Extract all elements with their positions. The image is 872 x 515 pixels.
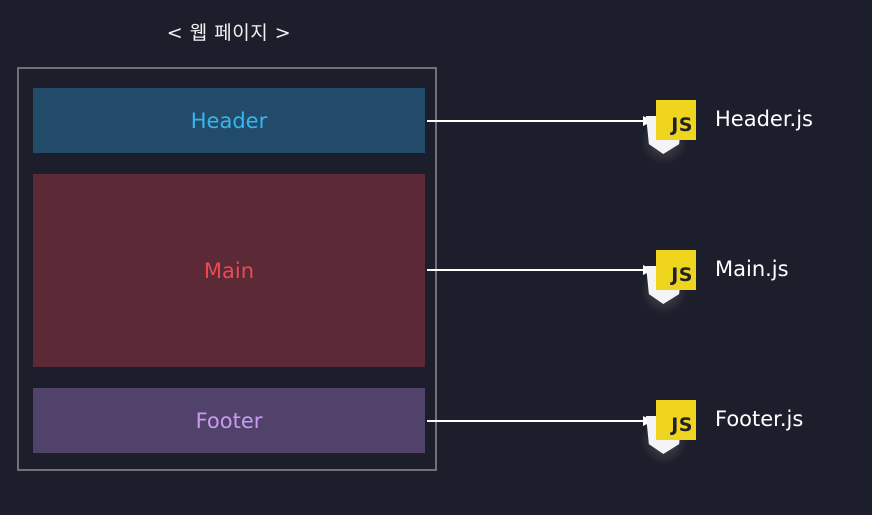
header-section: Header [33,88,425,153]
footer-section: Footer [33,388,425,453]
js-logo-icon: JS [656,400,696,440]
js-logo-icon: JS [656,100,696,140]
header-section-label: Header [190,108,268,133]
footer-section-label: Footer [195,408,263,433]
js-file-icon: JS [641,400,696,470]
js-logo-icon: JS [656,250,696,290]
diagram-title: < 웹 페이지 > [166,22,292,44]
footer-js-label: Footer.js [715,407,804,431]
main-section: Main [33,174,425,367]
header-js-label: Header.js [715,107,813,131]
main-js-label: Main.js [715,257,789,281]
js-file-icon: JS [641,100,696,170]
js-file-icon: JS [641,250,696,320]
main-section-label: Main [203,258,255,283]
